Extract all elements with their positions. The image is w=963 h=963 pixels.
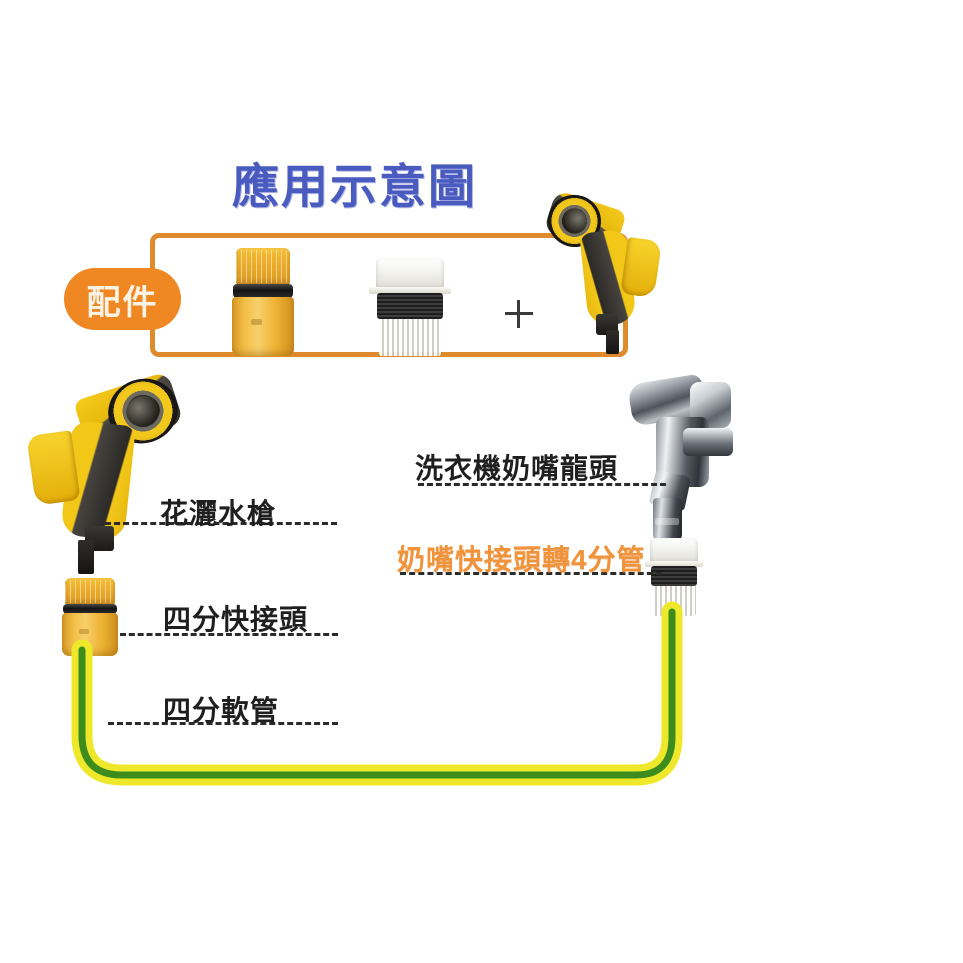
adapter-flange <box>369 287 451 295</box>
label-washer-faucet: 洗衣機奶嘴龍頭 <box>415 453 619 484</box>
leader-line-washer-faucet <box>418 483 666 486</box>
gun-trigger <box>620 236 663 299</box>
adapter-thread <box>377 293 443 319</box>
connector-body <box>62 613 118 656</box>
white-nipple-adapter-icon <box>369 258 451 356</box>
faucet-arm <box>682 427 734 456</box>
adapter-flange <box>645 561 703 567</box>
connector-collar <box>65 578 115 605</box>
adapter-skirt <box>651 586 697 616</box>
yellow-quick-connector-icon <box>232 248 294 356</box>
adapter-cap <box>649 538 699 564</box>
gun-hose-barb <box>78 540 94 574</box>
label-nipple-adapter: 奶嘴快接頭轉4分管 <box>397 544 646 575</box>
adapter-skirt <box>378 318 442 356</box>
leader-line-spray-gun <box>105 522 337 525</box>
leader-line-hose <box>108 722 338 725</box>
plus-icon <box>505 300 533 328</box>
label-quick-connector: 四分快接頭 <box>163 604 309 635</box>
connector-collar <box>235 248 291 285</box>
connector-o-ring <box>233 283 293 298</box>
gun-trigger <box>26 430 81 507</box>
white-nipple-adapter-icon <box>645 538 703 616</box>
connector-ribs <box>235 250 291 283</box>
label-hose: 四分軟管 <box>163 695 280 726</box>
spray-gun-icon <box>18 369 187 552</box>
spray-gun-icon <box>541 187 668 336</box>
gun-hose-barb <box>606 330 619 354</box>
label-spray-gun: 花灑水槍 <box>160 498 277 529</box>
chrome-faucet-icon <box>627 372 750 550</box>
faucet-spout <box>652 497 682 540</box>
connector-ribs <box>65 579 115 603</box>
connector-body <box>232 296 294 356</box>
adapter-cap <box>375 258 445 291</box>
page-title: 應用示意圖 <box>232 160 477 213</box>
leader-line-quick-connector <box>120 633 338 636</box>
accessory-badge: 配件 <box>64 268 181 330</box>
yellow-quick-connector-icon <box>62 578 118 656</box>
adapter-thread <box>650 566 698 587</box>
leader-line-nipple-adapter <box>400 572 662 575</box>
accessory-badge-label: 配件 <box>86 283 159 322</box>
